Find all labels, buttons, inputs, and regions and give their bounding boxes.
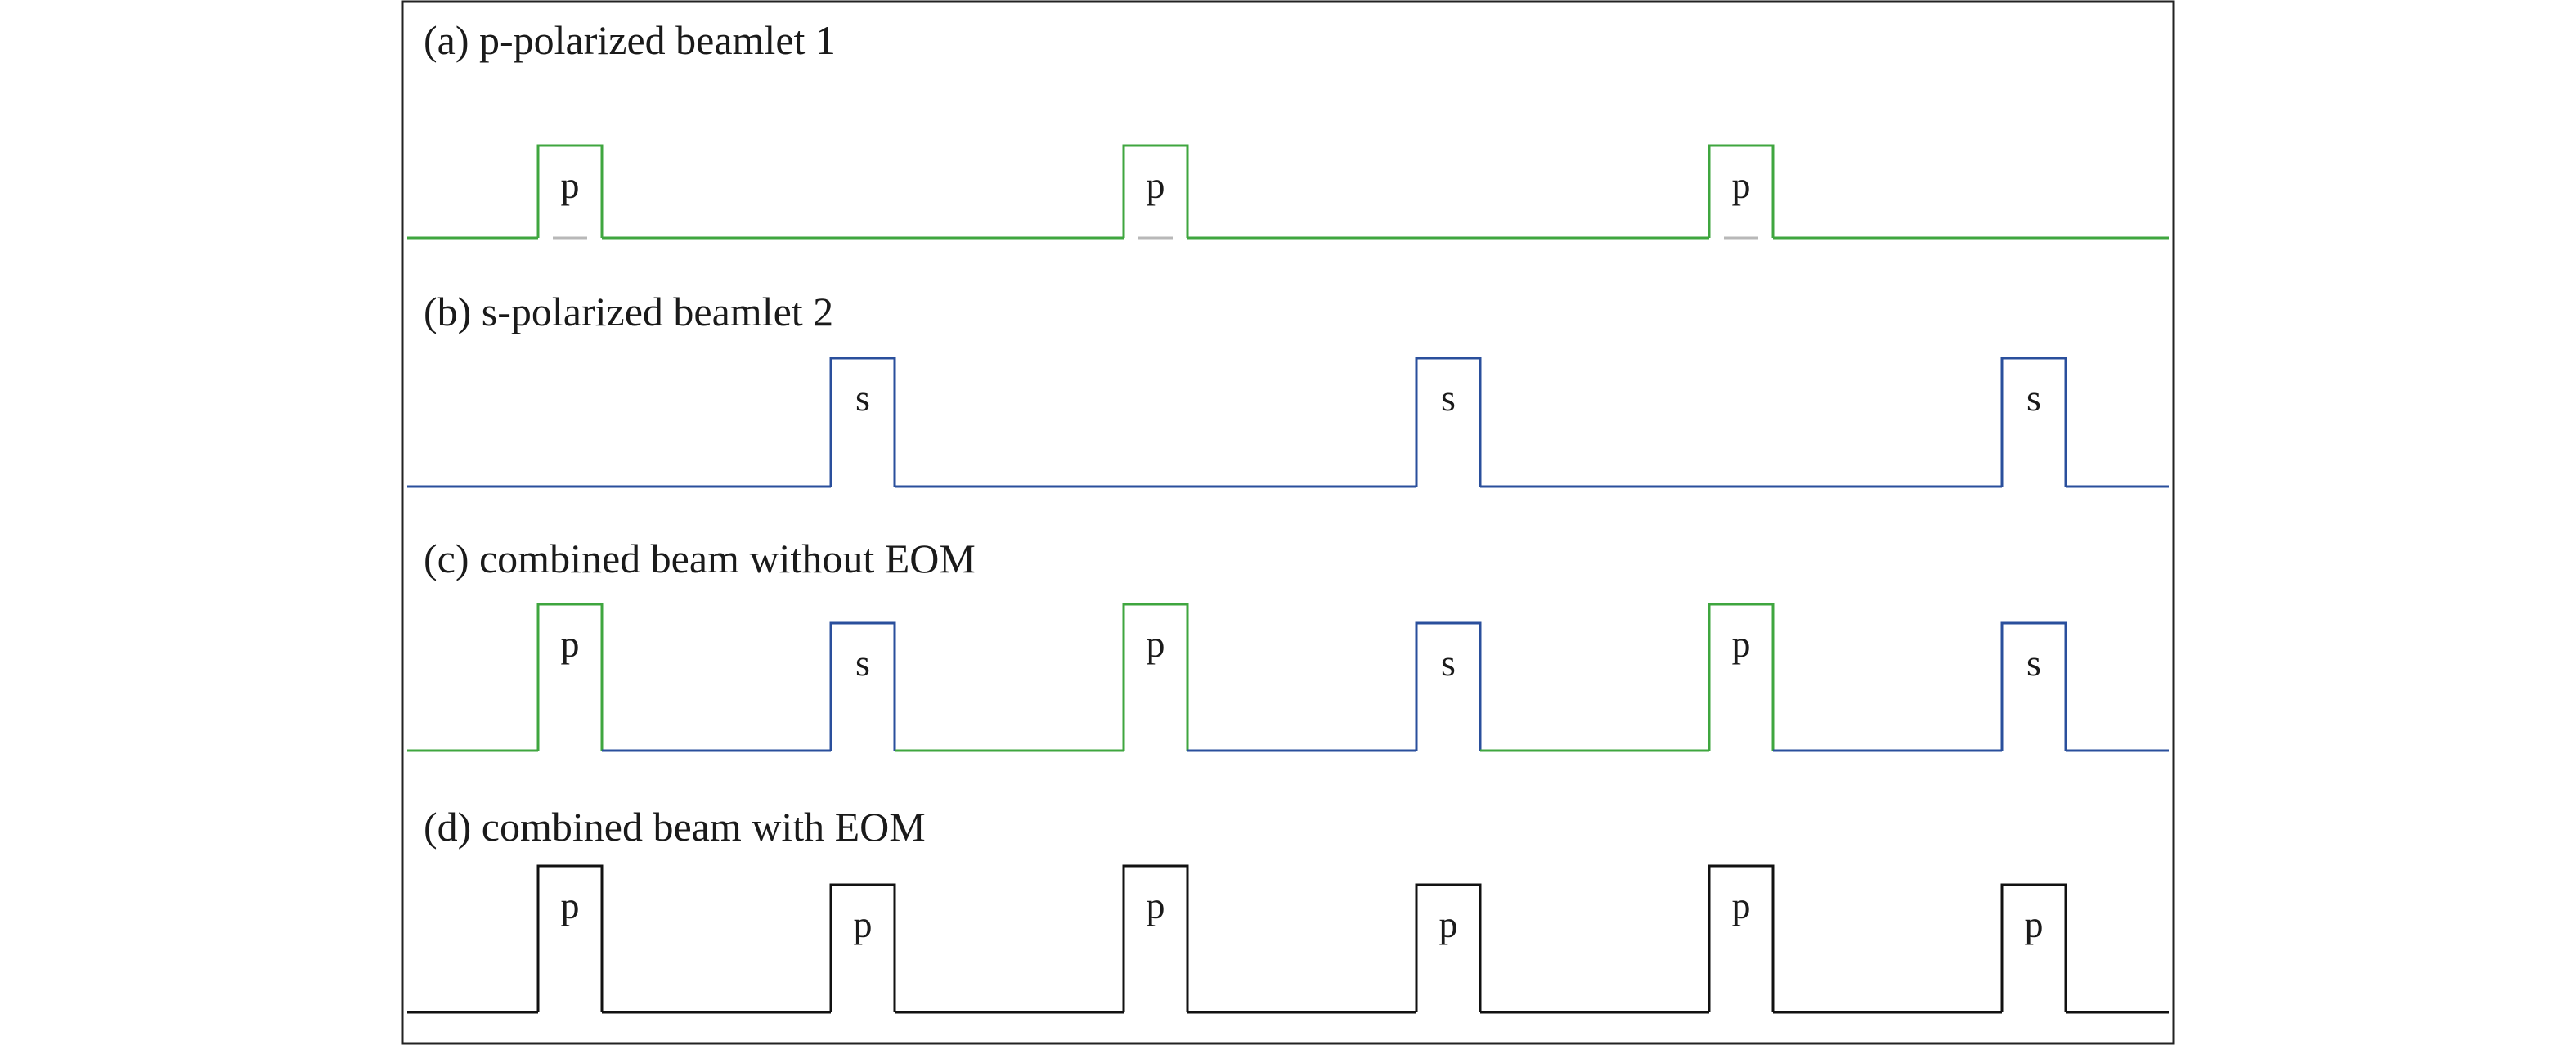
pulse-label: p bbox=[561, 623, 580, 665]
pulse-label: p bbox=[1147, 164, 1165, 206]
pulse-label: s bbox=[2026, 642, 2041, 684]
pulse-p bbox=[2000, 883, 2067, 1012]
pulse-label: s bbox=[1441, 642, 1456, 684]
pulse-p bbox=[1122, 144, 1189, 238]
panel-b: (b) s-polarized beamlet 2 s s s bbox=[407, 289, 2169, 488]
pulse-label: p bbox=[1147, 885, 1165, 926]
pulse-p bbox=[829, 883, 896, 1012]
panel-d: (d) combined beam with EOM p p p p p p bbox=[407, 804, 2169, 1014]
pulse-label: p bbox=[1147, 623, 1165, 665]
pulse-p bbox=[536, 603, 604, 751]
pulse-p bbox=[1708, 603, 1775, 751]
panel-b-title: (b) s-polarized beamlet 2 bbox=[424, 289, 833, 334]
pulse-label: s bbox=[1441, 377, 1456, 419]
panel-c-title: (c) combined beam without EOM bbox=[424, 536, 976, 581]
pulse-s bbox=[2000, 621, 2067, 751]
pulse-label: p bbox=[1732, 164, 1751, 206]
pulse-label: p bbox=[2025, 904, 2044, 945]
panel-a-title: (a) p-polarized beamlet 1 bbox=[424, 17, 836, 63]
pulse-p bbox=[1708, 864, 1775, 1012]
pulse-p bbox=[536, 864, 604, 1012]
panel-c: (c) combined beam without EOM p s p s p s bbox=[407, 536, 2169, 752]
pulse-label: p bbox=[561, 164, 580, 206]
panel-d-title: (d) combined beam with EOM bbox=[424, 804, 926, 850]
pulse-label: p bbox=[854, 904, 873, 945]
pulse-label: s bbox=[2026, 377, 2041, 419]
pulse-label: s bbox=[855, 377, 870, 419]
pulse-p bbox=[1122, 864, 1189, 1012]
pulse-s bbox=[1415, 621, 1482, 751]
pulse-p bbox=[1122, 603, 1189, 751]
pulse-s bbox=[2000, 357, 2067, 487]
pulse-label: p bbox=[1732, 623, 1751, 665]
diagram-frame bbox=[401, 0, 2175, 1045]
pulse-label: p bbox=[1439, 904, 1458, 945]
pulse-label: p bbox=[561, 885, 580, 926]
pulse-s bbox=[829, 357, 896, 487]
pulse-p bbox=[1708, 144, 1775, 238]
pulse-s bbox=[829, 621, 896, 751]
pulse-s bbox=[1415, 357, 1482, 487]
pulse-label: p bbox=[1732, 885, 1751, 926]
pulse-p bbox=[536, 144, 604, 238]
pulse-label: s bbox=[855, 642, 870, 684]
pulse-p bbox=[1415, 883, 1482, 1012]
panel-a: (a) p-polarized beamlet 1 p p p bbox=[407, 17, 2169, 240]
